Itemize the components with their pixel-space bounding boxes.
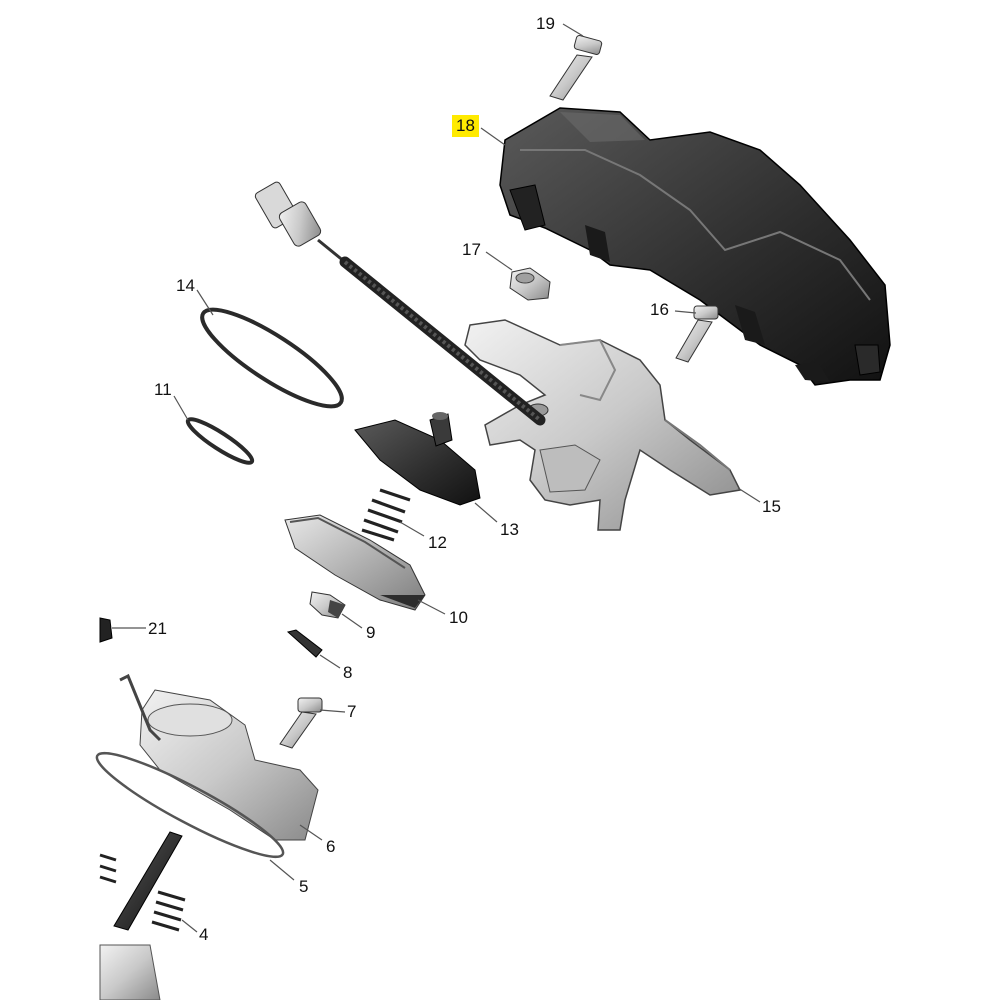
- callout-5: 5: [299, 877, 309, 896]
- callout-10: 10: [449, 608, 468, 627]
- spring-part[interactable]: [99, 853, 186, 932]
- cup-part[interactable]: [284, 514, 426, 611]
- callout-7: 7: [347, 702, 357, 721]
- nut-part[interactable]: [509, 267, 551, 301]
- bolt-part[interactable]: [675, 305, 719, 363]
- callout-14: 14: [176, 276, 195, 295]
- callout-21: 21: [148, 619, 167, 638]
- diaphragm-cable-part[interactable]: [254, 181, 546, 506]
- set-screw-part[interactable]: [286, 629, 323, 658]
- callout-9: 9: [366, 623, 376, 642]
- base-part[interactable]: [99, 944, 161, 1000]
- shaft-part[interactable]: [113, 831, 183, 931]
- callout-15: 15: [762, 497, 781, 516]
- spring-part[interactable]: [361, 488, 411, 542]
- bolt-part[interactable]: [279, 697, 323, 749]
- gasket-part[interactable]: [89, 740, 291, 870]
- cover-part[interactable]: [499, 107, 891, 386]
- callout-17: 17: [462, 240, 481, 259]
- callout-8: 8: [343, 663, 353, 682]
- o-ring-part[interactable]: [184, 414, 256, 469]
- callout-6: 6: [326, 837, 336, 856]
- o-ring-part[interactable]: [191, 295, 353, 421]
- plug-part[interactable]: [99, 617, 113, 643]
- bolt-part[interactable]: [549, 35, 603, 101]
- housing-part[interactable]: [119, 673, 319, 841]
- callout-4: 4: [199, 925, 209, 944]
- callout-18: 18: [452, 115, 479, 137]
- leader-lines: [112, 23, 761, 933]
- callout-13: 13: [500, 520, 519, 539]
- nut-part[interactable]: [309, 591, 346, 619]
- callout-16: 16: [650, 300, 669, 319]
- callout-19: 19: [536, 14, 555, 33]
- bracket-housing-part[interactable]: [464, 319, 742, 531]
- callout-12: 12: [428, 533, 447, 552]
- callout-11: 11: [154, 380, 172, 399]
